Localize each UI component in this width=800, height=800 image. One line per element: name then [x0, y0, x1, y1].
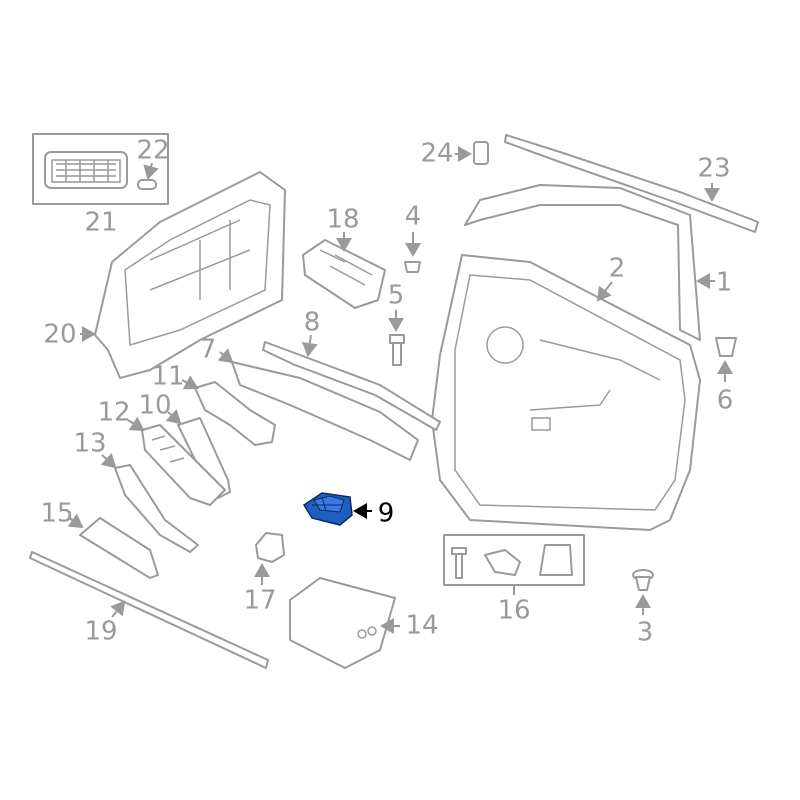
callout-21[interactable]: 21 — [84, 208, 117, 238]
part-9-switch-bezel[interactable] — [302, 492, 372, 526]
callout-13[interactable]: 13 — [73, 429, 106, 459]
part-8-bracket[interactable] — [262, 334, 441, 431]
part-16-kit-inset[interactable] — [443, 534, 585, 595]
callout-8[interactable]: 8 — [304, 308, 321, 338]
callout-7[interactable]: 7 — [200, 335, 217, 365]
part-23-seal-strip[interactable] — [504, 134, 759, 233]
part-14-bracket[interactable] — [289, 577, 400, 669]
part-19-seal-strip[interactable] — [29, 551, 269, 669]
callout-4[interactable]: 4 — [405, 202, 422, 232]
callout-9[interactable]: 9 — [378, 499, 395, 529]
callout-20[interactable]: 20 — [43, 320, 76, 350]
part-18-window-switch[interactable] — [302, 232, 386, 309]
callout-3[interactable]: 3 — [637, 618, 654, 648]
callout-6[interactable]: 6 — [717, 386, 734, 416]
callout-10[interactable]: 10 — [138, 391, 171, 421]
part-7-trim-strip[interactable] — [217, 348, 419, 461]
part-20-door-panel[interactable] — [80, 171, 286, 379]
callout-24[interactable]: 24 — [420, 139, 453, 169]
part-3-clip[interactable] — [632, 569, 654, 615]
part-21-22-inset[interactable] — [32, 133, 169, 205]
part-15-cover[interactable] — [67, 513, 159, 579]
callout-2[interactable]: 2 — [609, 254, 626, 284]
callout-17[interactable]: 17 — [243, 586, 276, 616]
callout-22[interactable]: 22 — [136, 136, 169, 166]
callout-14[interactable]: 14 — [405, 611, 438, 641]
part-11-armrest-trim[interactable] — [181, 375, 276, 446]
part-6-cap[interactable] — [715, 337, 737, 382]
callout-5[interactable]: 5 — [388, 281, 405, 311]
callout-1[interactable]: 1 — [716, 268, 733, 298]
part-4-clip[interactable] — [404, 232, 421, 273]
callout-16[interactable]: 16 — [497, 596, 530, 626]
part-2-door-inner-panel[interactable] — [431, 254, 701, 531]
callout-18[interactable]: 18 — [326, 205, 359, 235]
callout-11[interactable]: 11 — [151, 362, 184, 392]
part-1-door-frame-trim[interactable] — [464, 184, 715, 341]
callout-15[interactable]: 15 — [40, 499, 73, 529]
part-12-switch-panel[interactable] — [127, 416, 226, 506]
part-13-trim-strip[interactable] — [100, 452, 199, 553]
callout-19[interactable]: 19 — [84, 617, 117, 647]
part-5-screw[interactable] — [388, 310, 405, 366]
callout-12[interactable]: 12 — [97, 398, 130, 428]
callout-23[interactable]: 23 — [697, 154, 730, 184]
part-24-clip[interactable] — [455, 141, 489, 165]
part-17-switch[interactable] — [254, 532, 285, 585]
